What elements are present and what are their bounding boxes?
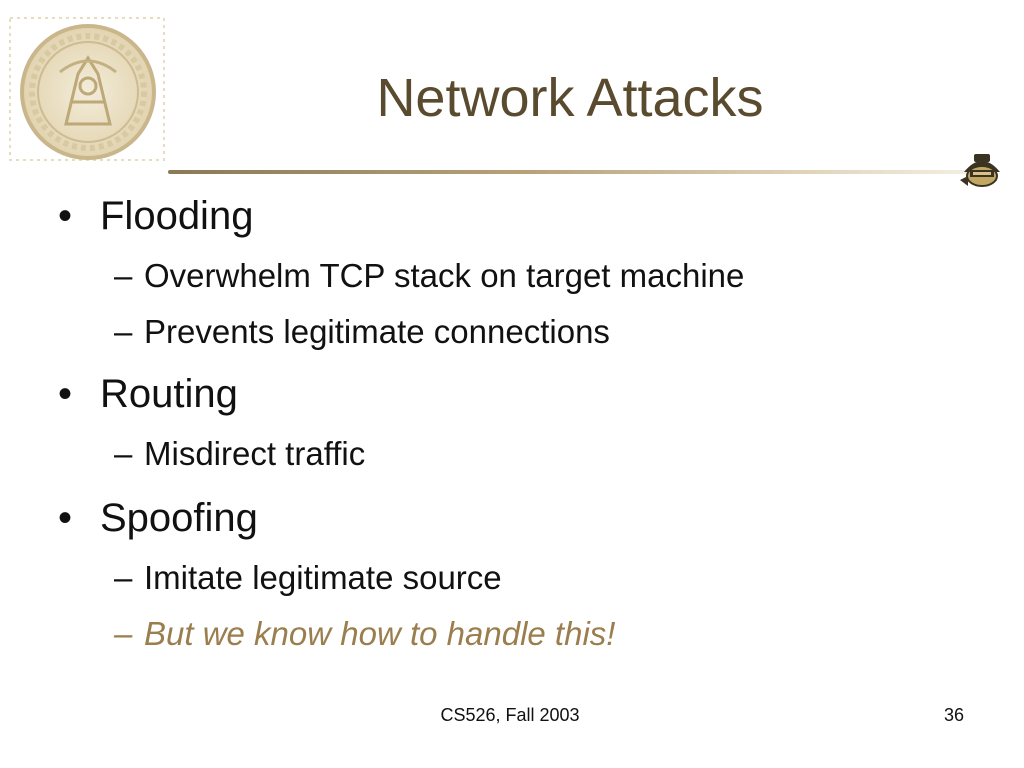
- dash-marker: –: [114, 313, 133, 350]
- sub-bullet-item: –Prevents legitimate connections: [114, 312, 610, 352]
- slide-page-number: 36: [943, 705, 964, 725]
- sub-bullet-text: Prevents legitimate connections: [144, 313, 610, 350]
- bullet-marker: •: [58, 194, 73, 238]
- sub-bullet-text: Misdirect traffic: [144, 435, 366, 472]
- title-divider: [168, 170, 976, 174]
- sub-bullet-item: –Overwhelm TCP stack on target machine: [114, 256, 744, 296]
- sub-bullet-item: –Misdirect traffic: [114, 434, 365, 474]
- bullet-text: Spoofing: [100, 496, 258, 540]
- footer-course-label: CS526, Fall 2003: [440, 705, 580, 725]
- emphasis-sub-bullet-item: –But we know how to handle this!: [114, 614, 615, 654]
- emphasis-sub-bullet-text: But we know how to handle this!: [144, 615, 616, 652]
- sub-bullet-text: Imitate legitimate source: [144, 559, 502, 596]
- bullet-item: • Flooding: [58, 192, 253, 240]
- bullet-text: Routing: [100, 372, 238, 416]
- bullet-item: • Spoofing: [58, 494, 258, 542]
- sub-bullet-text: Overwhelm TCP stack on target machine: [144, 257, 745, 294]
- slide-title: Network Attacks: [376, 68, 764, 128]
- bullet-item: • Routing: [58, 370, 238, 418]
- dash-marker: –: [114, 435, 133, 472]
- bullet-marker: •: [58, 372, 73, 416]
- dash-marker: –: [114, 615, 133, 652]
- bullet-text: Flooding: [100, 194, 254, 238]
- sub-bullet-item: –Imitate legitimate source: [114, 558, 502, 598]
- dash-marker: –: [114, 559, 133, 596]
- bullet-marker: •: [58, 496, 73, 540]
- purdue-pete-mascot-icon: [960, 154, 1000, 187]
- purdue-university-seal-icon: [9, 17, 165, 161]
- dash-marker: –: [114, 257, 133, 294]
